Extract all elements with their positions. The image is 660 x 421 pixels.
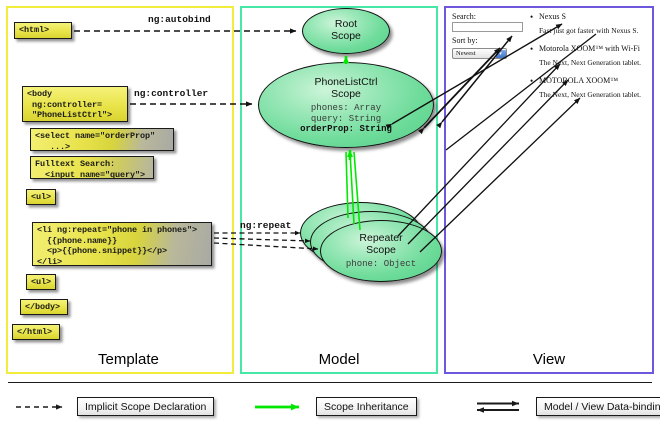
- list-item[interactable]: Nexus S Fast just got faster with Nexus …: [530, 12, 652, 35]
- scope-property: phones: Array: [310, 103, 382, 113]
- code-box-body-open: <body ng:controller= "PhoneListCtrl">: [22, 86, 128, 122]
- scope-root-title-1: Root: [334, 18, 358, 30]
- code-box-li-repeat: <li ng:repeat="phone in phones"> {{phone…: [32, 222, 212, 267]
- connector-label-repeat: ng:repeat: [240, 220, 292, 231]
- code-box-body-close: </body>: [20, 299, 68, 315]
- code-box-ul-close: <ul>: [26, 274, 56, 290]
- column-label-view: View: [532, 351, 566, 368]
- search-input[interactable]: [452, 22, 523, 32]
- sort-select-value: Newest: [456, 50, 476, 57]
- scope-property: query: String: [310, 113, 382, 124]
- view-rendered-app: Search: Sort by: Newest ▾ Nexus S Fast j…: [452, 12, 652, 132]
- connector-label-autobind: ng:autobind: [148, 14, 211, 25]
- scope-root: Root Scope: [302, 8, 390, 54]
- legend-item-data-binding: Model / View Data-binding: [473, 397, 660, 416]
- sort-label: Sort by:: [452, 36, 478, 45]
- legend: Implicit Scope Declaration Scope Inherit…: [0, 382, 660, 421]
- scope-root-title-2: Scope: [331, 30, 361, 42]
- view-filter-form: Search: Sort by: Newest ▾: [452, 12, 528, 64]
- code-box-ul-open: <ul>: [26, 189, 56, 205]
- column-label-template: Template: [98, 351, 159, 368]
- double-arrow-icon: [477, 400, 519, 413]
- code-box-select: <select name="orderProp" ...>: [30, 128, 174, 152]
- code-box-html-open: <html>: [14, 22, 72, 39]
- scope-repeater-title-1: Repeater: [359, 232, 403, 244]
- scope-repeater: Repeater Scope phone: Object: [320, 220, 442, 282]
- dashed-arrow-icon: [16, 403, 63, 410]
- list-item[interactable]: MOTOROLA XOOM™ The Next, Next Generation…: [530, 76, 652, 99]
- legend-item-implicit-scope: Implicit Scope Declaration: [14, 397, 215, 416]
- legend-divider: [8, 382, 652, 383]
- scope-phonelistctrl: PhoneListCtrl Scope phones: Array query:…: [258, 62, 434, 148]
- legend-label-data-binding: Model / View Data-binding: [536, 397, 660, 416]
- column-label-model: Model: [318, 351, 360, 368]
- sort-select[interactable]: Newest ▾: [452, 48, 507, 59]
- chevron-down-icon: ▾: [495, 49, 506, 58]
- list-item[interactable]: Motorola XOOM™ with Wi-Fi The Next, Next…: [530, 44, 652, 67]
- legend-label-implicit-scope: Implicit Scope Declaration: [77, 397, 215, 416]
- scope-property: orderProp: String: [300, 124, 392, 134]
- search-label: Search:: [452, 12, 476, 21]
- code-box-fulltext: Fulltext Search: <input name="query">: [30, 156, 154, 180]
- scope-ctrl-properties: phones: Array query: String orderProp: S…: [259, 103, 433, 135]
- phone-list: Nexus S Fast just got faster with Nexus …: [530, 12, 652, 108]
- scope-repeater-properties: phone: Object: [321, 259, 441, 270]
- phone-snippet: The Next, Next Generation tablet.: [539, 90, 642, 99]
- phone-snippet: The Next, Next Generation tablet.: [539, 58, 642, 67]
- legend-item-scope-inheritance: Scope Inheritance: [253, 397, 417, 416]
- code-box-html-close: </html>: [12, 324, 60, 340]
- legend-label-scope-inheritance: Scope Inheritance: [316, 397, 417, 416]
- phone-name: Motorola XOOM™ with Wi-Fi: [530, 44, 652, 54]
- scope-repeater-title-2: Scope: [366, 244, 396, 256]
- phone-snippet: Fast just got faster with Nexus S.: [539, 26, 639, 35]
- phone-name: Nexus S: [530, 12, 652, 22]
- scope-ctrl-title-2: Scope: [331, 88, 361, 100]
- connector-label-controller: ng:controller: [134, 88, 209, 99]
- scope-ctrl-title-1: PhoneListCtrl: [314, 76, 378, 88]
- scope-property: phone: Object: [345, 259, 417, 269]
- phone-name: MOTOROLA XOOM™: [530, 76, 652, 86]
- green-arrow-icon: [255, 403, 299, 410]
